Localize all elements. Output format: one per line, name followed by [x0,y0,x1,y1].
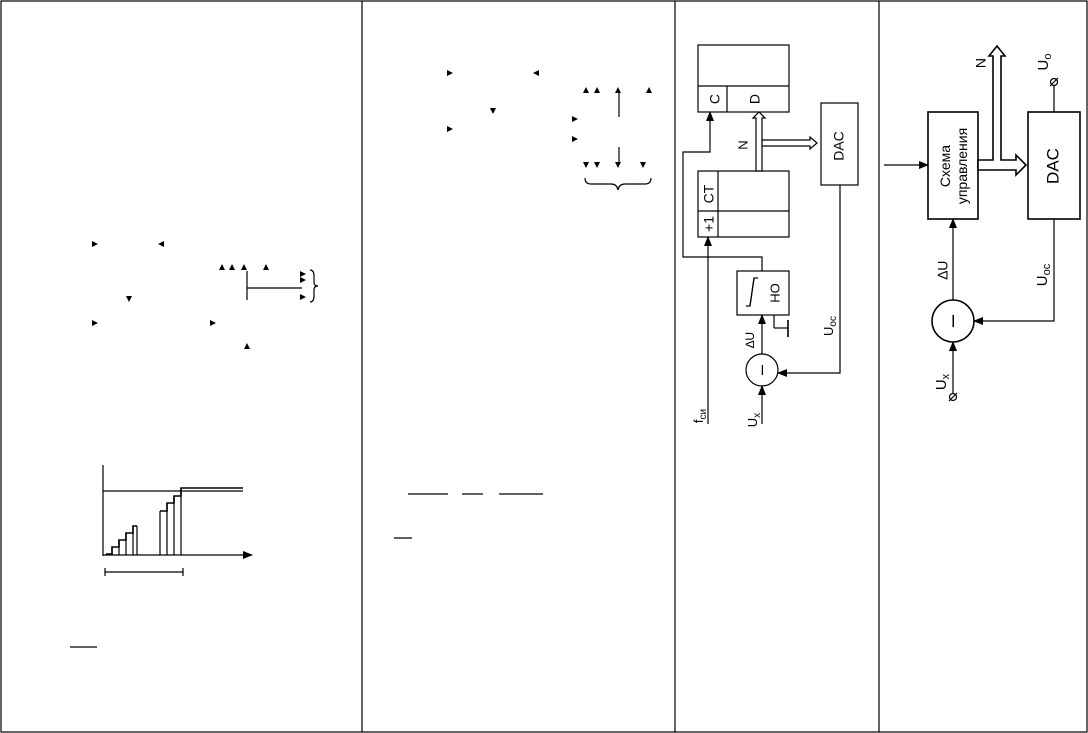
control-circuit-block [927,111,979,220]
register-block [697,44,790,113]
bus-n-label: N [735,140,750,149]
panel2-glyph-fragments [394,70,652,539]
clock-fsi-label: fси [691,409,708,423]
counter-block [697,170,790,238]
output-n-label: N [973,58,989,68]
dac-label: DAC [831,131,847,161]
dac-block-2 [1027,111,1081,220]
counter-plus1-label: +1 [701,216,717,232]
input-ux-label-2: Ux [933,373,952,390]
panel3-diagram: C D CT +1 DAC N НО – ∆U Ux Uос [682,44,859,427]
dac-label-2: DAC [1043,148,1062,184]
feedback-uoc-label: Uос [821,316,838,336]
output-uo-label: Uo [1035,54,1054,71]
control-circuit-label: Схемауправления [937,128,970,204]
register-d-label: D [747,94,763,104]
counter-ct-label: CT [701,184,717,203]
panel1-glyph-fragments [92,241,319,349]
staircase-plot [70,465,253,648]
subtractor-sign-2: – [939,314,964,327]
panel4-diagram: Схемауправления DAC N Uo – ∆U Uос Ux [884,44,1081,402]
comparator-label: НО [767,283,782,303]
input-ux-label: Ux [745,413,762,427]
delta-u-label: ∆U [743,332,757,348]
register-c-label: C [707,94,723,104]
comparator-block [736,270,790,316]
subtractor-sign: – [751,365,771,375]
feedback-uoc-label-2: Uос [1034,263,1053,286]
delta-u-label-2: ∆U [935,261,951,280]
